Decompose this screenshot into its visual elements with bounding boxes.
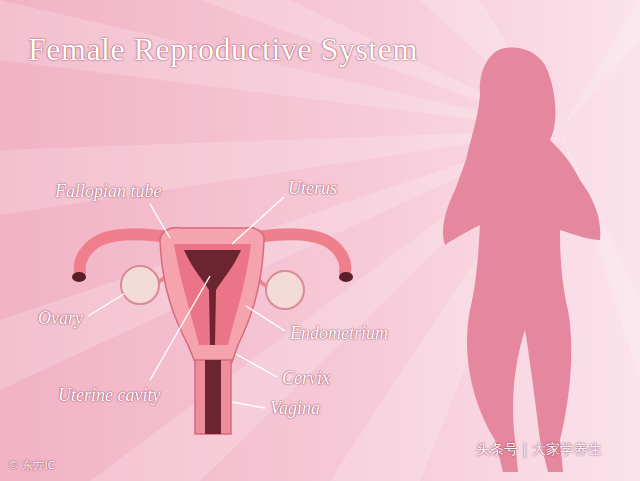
leader-lines — [88, 197, 285, 408]
woman-silhouette — [443, 48, 600, 472]
part-label: Cervix — [282, 367, 330, 389]
watermark: © 东方IC — [8, 458, 55, 473]
part-label: Ovary — [38, 307, 83, 329]
watermark: 头条号 | 大家学养生 — [476, 440, 602, 458]
part-label: Uterine cavity — [58, 384, 160, 406]
part-label: Fallopian tube — [55, 180, 162, 202]
part-label: Endometrium — [290, 322, 388, 344]
part-label: Vagina — [270, 397, 320, 419]
part-label: Uterus — [288, 177, 337, 199]
diagram-title: Female Reproductive System — [28, 30, 418, 68]
